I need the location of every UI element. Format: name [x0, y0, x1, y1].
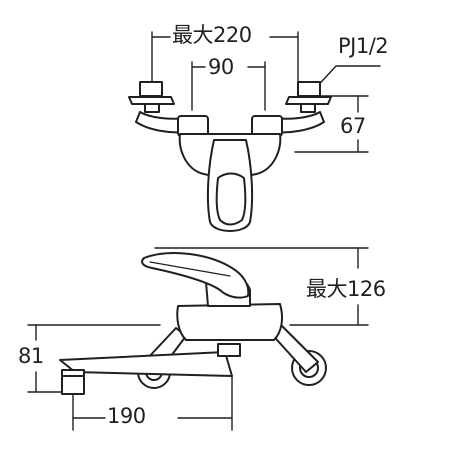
right-inlet-fitting [251, 81, 332, 137]
spout-tip [61, 369, 85, 395]
left-inlet-fitting [128, 81, 209, 137]
side-body [176, 303, 283, 341]
dim-81 [27, 324, 161, 393]
dim-max-126 [154, 247, 369, 326]
side-spout [59, 351, 233, 377]
dim-max-220 [151, 31, 299, 86]
height-67-label: 67 [340, 114, 366, 138]
side-lever [141, 252, 250, 299]
top-view-faucet [128, 31, 381, 232]
thread-label: PJ1/2 [338, 34, 389, 58]
max-spacing-label: 最大220 [172, 23, 252, 47]
thread-leader [311, 65, 381, 93]
spout-height-label: 81 [18, 344, 44, 368]
min-spacing-label: 90 [208, 55, 234, 79]
max-height-label: 最大126 [306, 277, 386, 301]
top-lever-detail [215, 172, 247, 226]
side-view-faucet [27, 247, 369, 431]
spout-reach-label: 190 [107, 404, 146, 428]
dim-90 [191, 61, 266, 111]
dim-190 [72, 375, 233, 431]
spout-collar [217, 343, 241, 357]
